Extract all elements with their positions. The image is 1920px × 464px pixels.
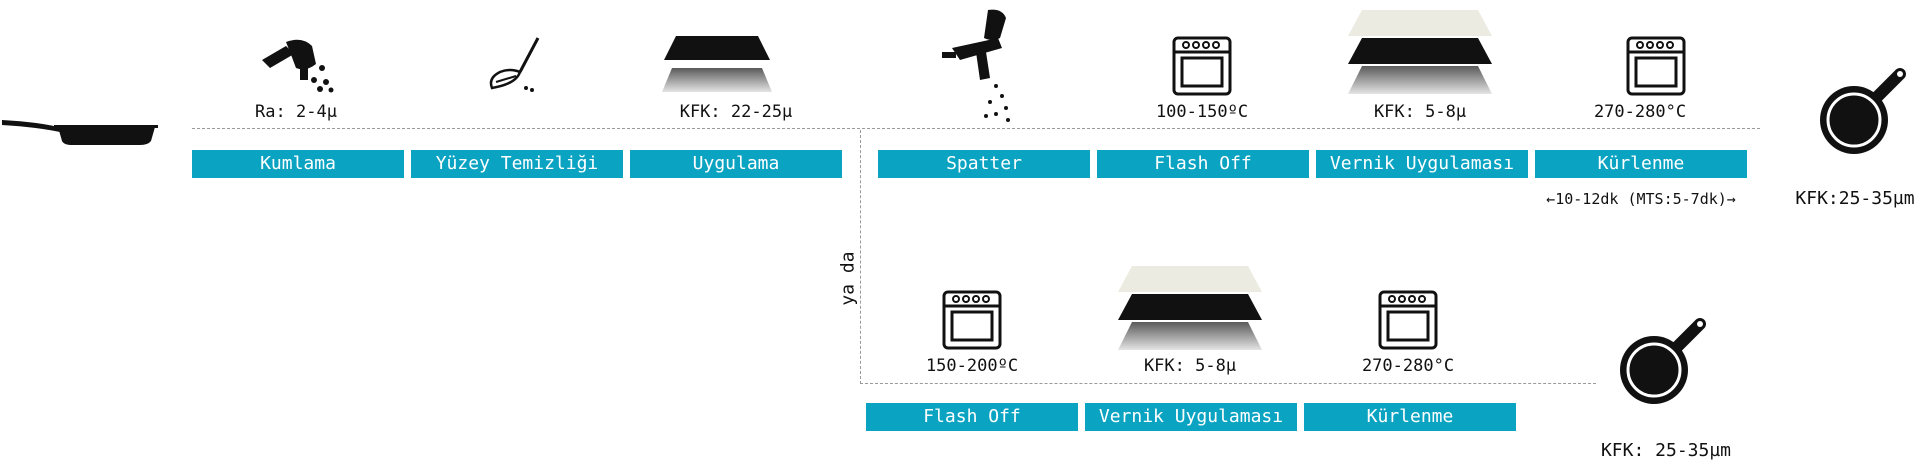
step-vernik-uygulamasi: Vernik Uygulaması [1316, 150, 1528, 178]
step-yuzey-temizligi: Yüzey Temizliği [411, 150, 623, 178]
top-process-line [192, 128, 1760, 129]
spray-gun-icon [942, 9, 1010, 122]
cure-time-note: ←10-12dk (MTS:5-7dk)→ [1546, 190, 1736, 208]
step-bottom-flash-off: Flash Off [866, 403, 1078, 431]
or-label: ya da [837, 251, 859, 306]
coated-pan-icon [1620, 318, 1706, 404]
layers-icon [1348, 10, 1492, 94]
caption-base-thickness: KFK: 22-25µ [679, 102, 793, 122]
caption-flash-temp: 100-150ºC [1155, 102, 1249, 122]
oven-icon [1626, 36, 1686, 96]
top-result-thickness: KFK:25-35µm [1795, 188, 1915, 209]
caption-roughness: Ra: 2-4µ [255, 102, 337, 122]
step-bottom-vernik-uygulamasi: Vernik Uygulaması [1085, 403, 1297, 431]
layers-icon [662, 36, 772, 92]
step-kumlama: Kumlama [192, 150, 404, 178]
layers-icon [1118, 266, 1262, 350]
step-bottom-kurlenme: Kürlenme [1304, 403, 1516, 431]
caption-cure-temp: 270-280°C [1593, 102, 1687, 122]
step-kurlenme: Kürlenme [1535, 150, 1747, 178]
sandblast-icon [262, 39, 334, 93]
bottom-process-line [860, 383, 1596, 384]
caption-bottom-varnish-thickness: KFK: 5-8µ [1143, 356, 1237, 376]
step-uygulama: Uygulama [630, 150, 842, 178]
broom-icon [489, 37, 540, 92]
pan-icon [2, 120, 158, 145]
oven-icon [942, 290, 1002, 350]
bottom-result-thickness: KFK: 25-35µm [1600, 440, 1732, 461]
step-flash-off: Flash Off [1097, 150, 1309, 178]
oven-icon [1378, 290, 1438, 350]
oven-icon [1172, 36, 1232, 96]
caption-bottom-flash-temp: 150-200ºC [925, 356, 1019, 376]
step-spatter: Spatter [878, 150, 1090, 178]
caption-varnish-thickness: KFK: 5-8µ [1373, 102, 1467, 122]
caption-bottom-cure-temp: 270-280°C [1361, 356, 1455, 376]
coated-pan-icon [1820, 68, 1906, 154]
branch-line [860, 130, 861, 384]
